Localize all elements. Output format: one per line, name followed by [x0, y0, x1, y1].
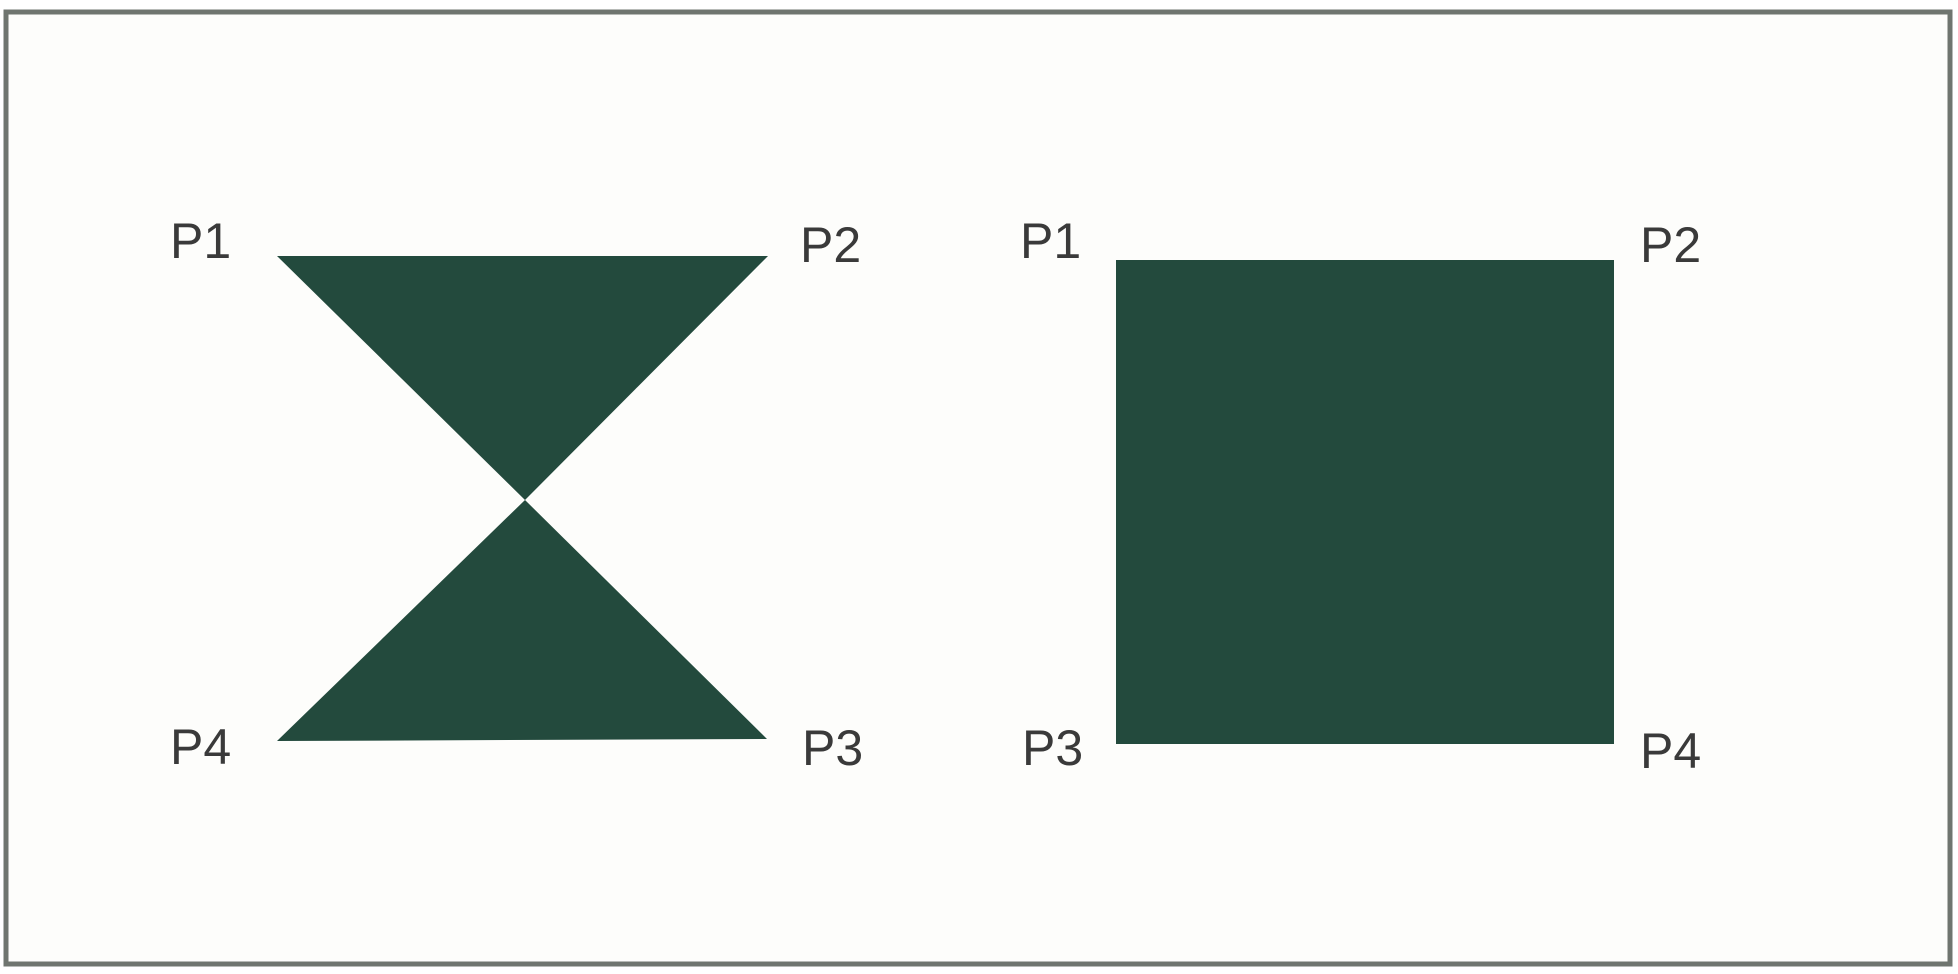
left-figure: P1 P2 P3 P4 [170, 213, 863, 776]
right-figure: P1 P2 P3 P4 [1020, 213, 1701, 779]
left-label-p1: P1 [170, 213, 231, 269]
diagram-border [3, 9, 1953, 967]
left-label-p3: P3 [802, 720, 863, 776]
right-label-p2: P2 [1640, 217, 1701, 273]
square-shape [1116, 260, 1614, 744]
bowtie-shape [277, 256, 768, 741]
right-label-p1: P1 [1020, 213, 1081, 269]
left-label-p2: P2 [800, 217, 861, 273]
right-label-p3: P3 [1022, 720, 1083, 776]
left-label-p4: P4 [170, 719, 231, 775]
right-label-p4: P4 [1640, 723, 1701, 779]
